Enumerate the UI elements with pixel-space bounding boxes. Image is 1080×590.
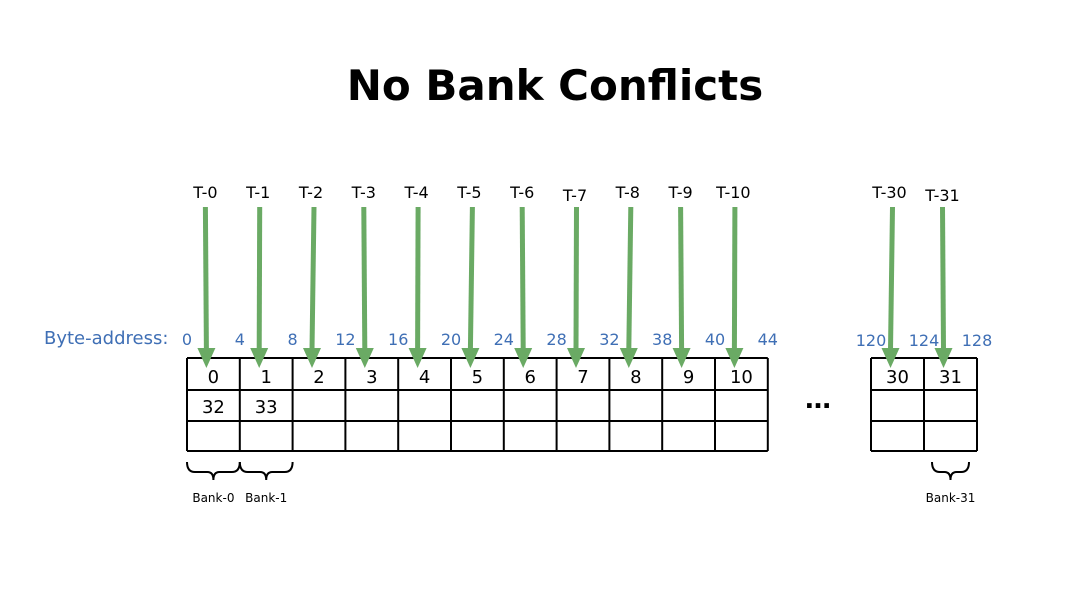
thread-arrowhead-7 [567,348,585,368]
cell-row1-9: 9 [683,367,694,388]
thread-labels: T-0 T-1 T-2 T-3 T-4 T-5 T-6 T-7 T-8 T-9 T-10 T-30 T-… [192,183,959,205]
thread-arrow-2 [309,206,317,351]
byte-address-5: 20 [441,330,461,349]
cell-row1-5: 5 [472,367,483,388]
cell-row1-2: 2 [313,367,324,388]
cell-row1-10: 10 [730,367,753,388]
thread-arrowhead-10 [725,348,744,368]
byte-address-11: 44 [758,330,778,349]
thread-arrow-10 [731,206,738,351]
byte-address-caption: Byte-address: [44,328,168,349]
cell-row1-right-0: 30 [886,367,909,388]
thread-label-10: T-10 [715,183,750,202]
thread-label-9: T-9 [667,183,692,202]
thread-arrow-7 [573,206,579,351]
bank-braces: Bank-0 Bank-1 Bank-31 [186,461,976,505]
byte-address-6: 24 [494,330,514,349]
bank-brace-0 [186,461,241,481]
byte-address-right-2: 128 [962,331,993,350]
bank-brace-2 [931,461,970,481]
thread-arrowhead-4 [408,348,427,368]
bank-label-0: Bank-0 [192,491,234,505]
cell-row1-6: 6 [524,367,535,388]
byte-address-9: 38 [652,330,672,349]
thread-arrow-1 [256,206,263,351]
thread-label-7: T-7 [562,186,587,205]
thread-label-12: T-31 [924,186,959,205]
thread-arrowhead-3 [355,348,374,368]
thread-label-5: T-5 [456,183,481,202]
bank-brace-1 [238,461,294,481]
thread-label-11: T-30 [871,183,906,202]
thread-arrowhead-8 [619,348,638,368]
cell-row2-0: 32 [202,397,225,418]
page-title: No Bank Conflicts [347,61,764,110]
cell-values: 0 1 2 3 4 5 6 7 8 9 10 30 31 32 33 [202,367,962,418]
thread-arrow-6 [519,206,526,351]
byte-address-row: 0 4 8 12 16 20 24 28 32 38 40 44 120 124 128 [182,330,992,350]
byte-address-8: 32 [599,330,619,349]
cell-row1-0: 0 [208,367,219,388]
byte-address-3: 12 [335,330,355,349]
bank-label-2: Bank-31 [926,491,976,505]
thread-arrow-5 [467,206,475,351]
thread-label-4: T-4 [403,183,428,202]
byte-address-7: 28 [546,330,566,349]
cell-row1-1: 1 [260,367,271,388]
ellipsis: … [805,385,831,415]
thread-arrowhead-2 [303,348,321,368]
thread-label-2: T-2 [298,183,323,202]
byte-address-right-1: 124 [909,331,940,350]
thread-arrow-9 [678,206,685,351]
thread-arrowhead-9 [672,348,691,368]
byte-address-4: 16 [388,330,408,349]
thread-arrows [197,206,953,368]
byte-address-0: 0 [182,330,192,349]
cell-row1-4: 4 [419,367,430,388]
memory-grid [186,357,978,452]
thread-label-8: T-8 [615,183,640,202]
byte-address-1: 4 [235,330,245,349]
thread-arrow-8 [626,206,634,351]
cell-row1-7: 7 [577,367,588,388]
byte-address-right-0: 120 [856,331,887,350]
thread-arrowhead-1 [250,348,269,368]
thread-label-3: T-3 [351,183,376,202]
thread-arrowhead-6 [514,348,533,368]
thread-arrow-3 [361,206,368,351]
cell-row1-right-1: 31 [939,367,962,388]
byte-address-2: 8 [288,330,298,349]
thread-arrow-12 [940,206,946,351]
thread-arrowhead-12 [934,348,953,368]
bank-label-1: Bank-1 [245,491,287,505]
cell-row1-8: 8 [630,367,641,388]
thread-arrowhead-11 [881,348,900,368]
thread-arrow-0 [202,206,209,351]
thread-label-1: T-1 [245,183,270,202]
thread-arrowhead-5 [461,348,480,368]
thread-label-0: T-0 [192,183,217,202]
byte-address-10: 40 [705,330,725,349]
cell-row2-1: 33 [255,397,278,418]
thread-label-6: T-6 [509,183,534,202]
thread-arrow-4 [415,206,421,351]
thread-arrow-11 [888,206,895,351]
cell-row1-3: 3 [366,367,377,388]
thread-arrowhead-0 [197,348,216,368]
